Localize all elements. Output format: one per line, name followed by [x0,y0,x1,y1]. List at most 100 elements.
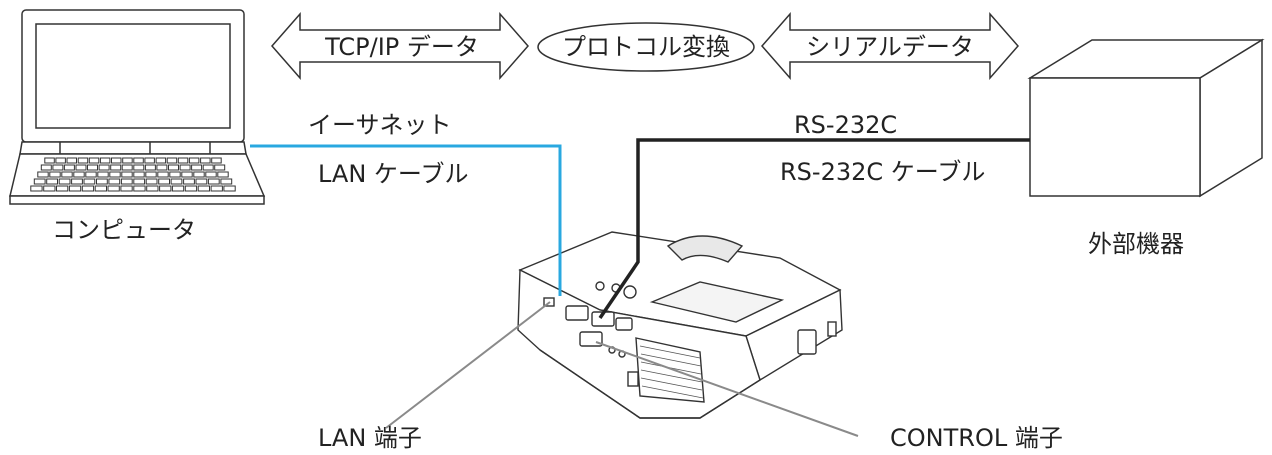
keyboard-key [210,185,223,192]
keyboard-key [211,157,222,164]
keyboard-key [133,157,144,164]
keyboard-key [214,164,226,171]
keyboard-key [122,157,133,164]
keyboard-key [97,171,109,178]
keyboard-key [133,185,146,192]
keyboard-key [223,185,236,192]
keyboard-key [40,164,52,171]
keyboard-key [66,157,77,164]
keyboard-key [43,185,56,192]
keyboard-key [73,171,85,178]
keyboard-key [133,171,145,178]
keyboard-key [44,157,55,164]
keyboard-key [110,164,122,171]
keyboard-key [177,157,189,164]
serial-data-label: シリアルデータ [806,33,974,61]
keyboard-key [205,171,217,178]
keyboard-key [68,185,82,192]
keyboard-key [96,178,108,185]
keyboard-key [157,171,169,178]
keyboard-key [87,164,98,171]
keyboard-key [158,178,170,185]
keyboard-key [49,171,61,178]
keyboard-key [168,164,179,171]
keyboard-key [207,178,220,185]
keyboard-key [52,164,64,171]
keyboard-key [183,178,195,185]
lan-port-leader [385,301,551,429]
control-port-leader [595,341,859,437]
keyboard-key [133,164,145,171]
box-icon [1027,38,1265,198]
keyboard-key [121,171,133,178]
keyboard-key [193,171,205,178]
keyboard-key [145,178,158,185]
rs232c-cable-label: RS-232C ケーブル [780,158,986,186]
keyboard-key [169,171,181,178]
keyboard-key [188,157,200,164]
keyboard-key [61,171,73,178]
keyboard-key [217,171,229,178]
external-device-label: 外部機器 [1088,230,1184,258]
keyboard-key [144,164,156,171]
keyboard-key [144,157,155,164]
keyboard-key [111,157,122,164]
keyboard-key [55,157,66,164]
keyboard-key [156,164,168,171]
tcpip-data-arrow: TCP/IP データ [271,12,529,80]
keyboard-key [184,185,198,192]
keyboard-key [121,164,133,171]
keyboard-key [120,178,133,185]
protocol-conversion-oval: プロトコル変換 [537,22,755,72]
lan-cable-line [250,144,562,296]
keyboard-key [191,164,203,171]
keyboard-key [109,171,121,178]
rs232c-label: RS-232C [794,111,898,139]
keyboard-key [58,178,71,185]
keyboard-key [166,157,178,164]
projector-icon [517,231,843,419]
keyboard-key [195,178,208,185]
keyboard-key [108,178,121,185]
keyboard-key [202,164,214,171]
keyboard-key [200,157,211,164]
keyboard-key [75,164,87,171]
keyboard-key [197,185,210,192]
keyboard-key [88,157,100,164]
keyboard-key [77,157,89,164]
keyboard-key [120,185,133,192]
protocol-conversion-label: プロトコル変換 [562,33,730,61]
keyboard-key [83,178,96,185]
keyboard-key [98,164,110,171]
rs232c-cable-line [598,138,1030,319]
keyboard-key [30,185,43,192]
keyboard-key [99,157,111,164]
ethernet-label: イーサネット [308,111,452,139]
keyboard-key [71,178,83,185]
keyboard-key [171,185,185,192]
keyboard-key [85,171,97,178]
keyboard-key [63,164,75,171]
control-port-label: CONTROL 端子 [890,424,1063,452]
keyboard-key [146,185,159,192]
keyboard-key [159,185,172,192]
lan-cable-label: LAN ケーブル [318,160,469,188]
keyboard-key [220,178,233,185]
lan-port-label: LAN 端子 [318,424,422,452]
keyboard-key [81,185,95,192]
tcpip-data-label: TCP/IP データ [324,33,479,61]
keyboard-key [37,171,49,178]
keyboard-key [56,185,69,192]
computer-label: コンピュータ [52,216,196,244]
keyboard-key [107,185,120,192]
keyboard-key [181,171,193,178]
keyboard-key [145,171,157,178]
keyboard-key [155,157,167,164]
keyboard-key [170,178,183,185]
keyboard-key [179,164,191,171]
laptop-icon [9,9,266,205]
keyboard-key [46,178,59,185]
keyboard-key [133,178,146,185]
serial-data-arrow: シリアルデータ [761,12,1019,80]
